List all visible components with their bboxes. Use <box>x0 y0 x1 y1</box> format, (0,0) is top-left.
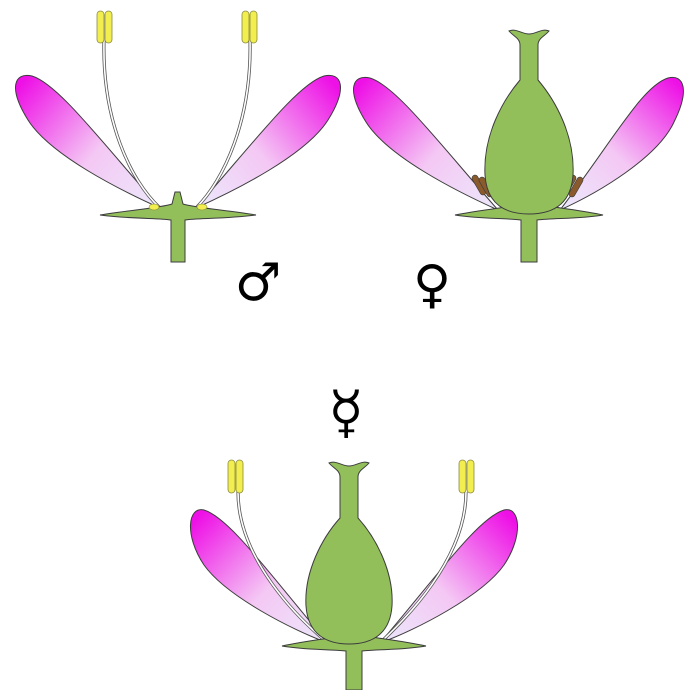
anther <box>236 460 243 493</box>
petal <box>16 75 160 208</box>
anther <box>467 460 474 493</box>
hermaphrodite-symbol: ☿ <box>328 378 364 446</box>
petal <box>560 77 683 210</box>
anther <box>250 11 257 43</box>
pistil <box>306 462 392 644</box>
anther <box>459 460 466 493</box>
petal <box>196 75 340 208</box>
receptacle <box>282 637 426 690</box>
nectary <box>149 204 159 210</box>
anther <box>228 460 235 493</box>
male-symbol: ♂ <box>235 253 282 313</box>
pistil <box>485 30 573 214</box>
staminate-flower: ♂ <box>16 11 341 313</box>
anther <box>242 11 249 43</box>
anther <box>97 11 104 43</box>
pistillate-flower: ♀ <box>354 30 684 315</box>
receptacle <box>100 192 256 262</box>
nectary <box>197 204 207 210</box>
perfect-flower: ☿ <box>190 378 517 690</box>
anther <box>105 11 112 43</box>
female-symbol: ♀ <box>413 255 451 315</box>
